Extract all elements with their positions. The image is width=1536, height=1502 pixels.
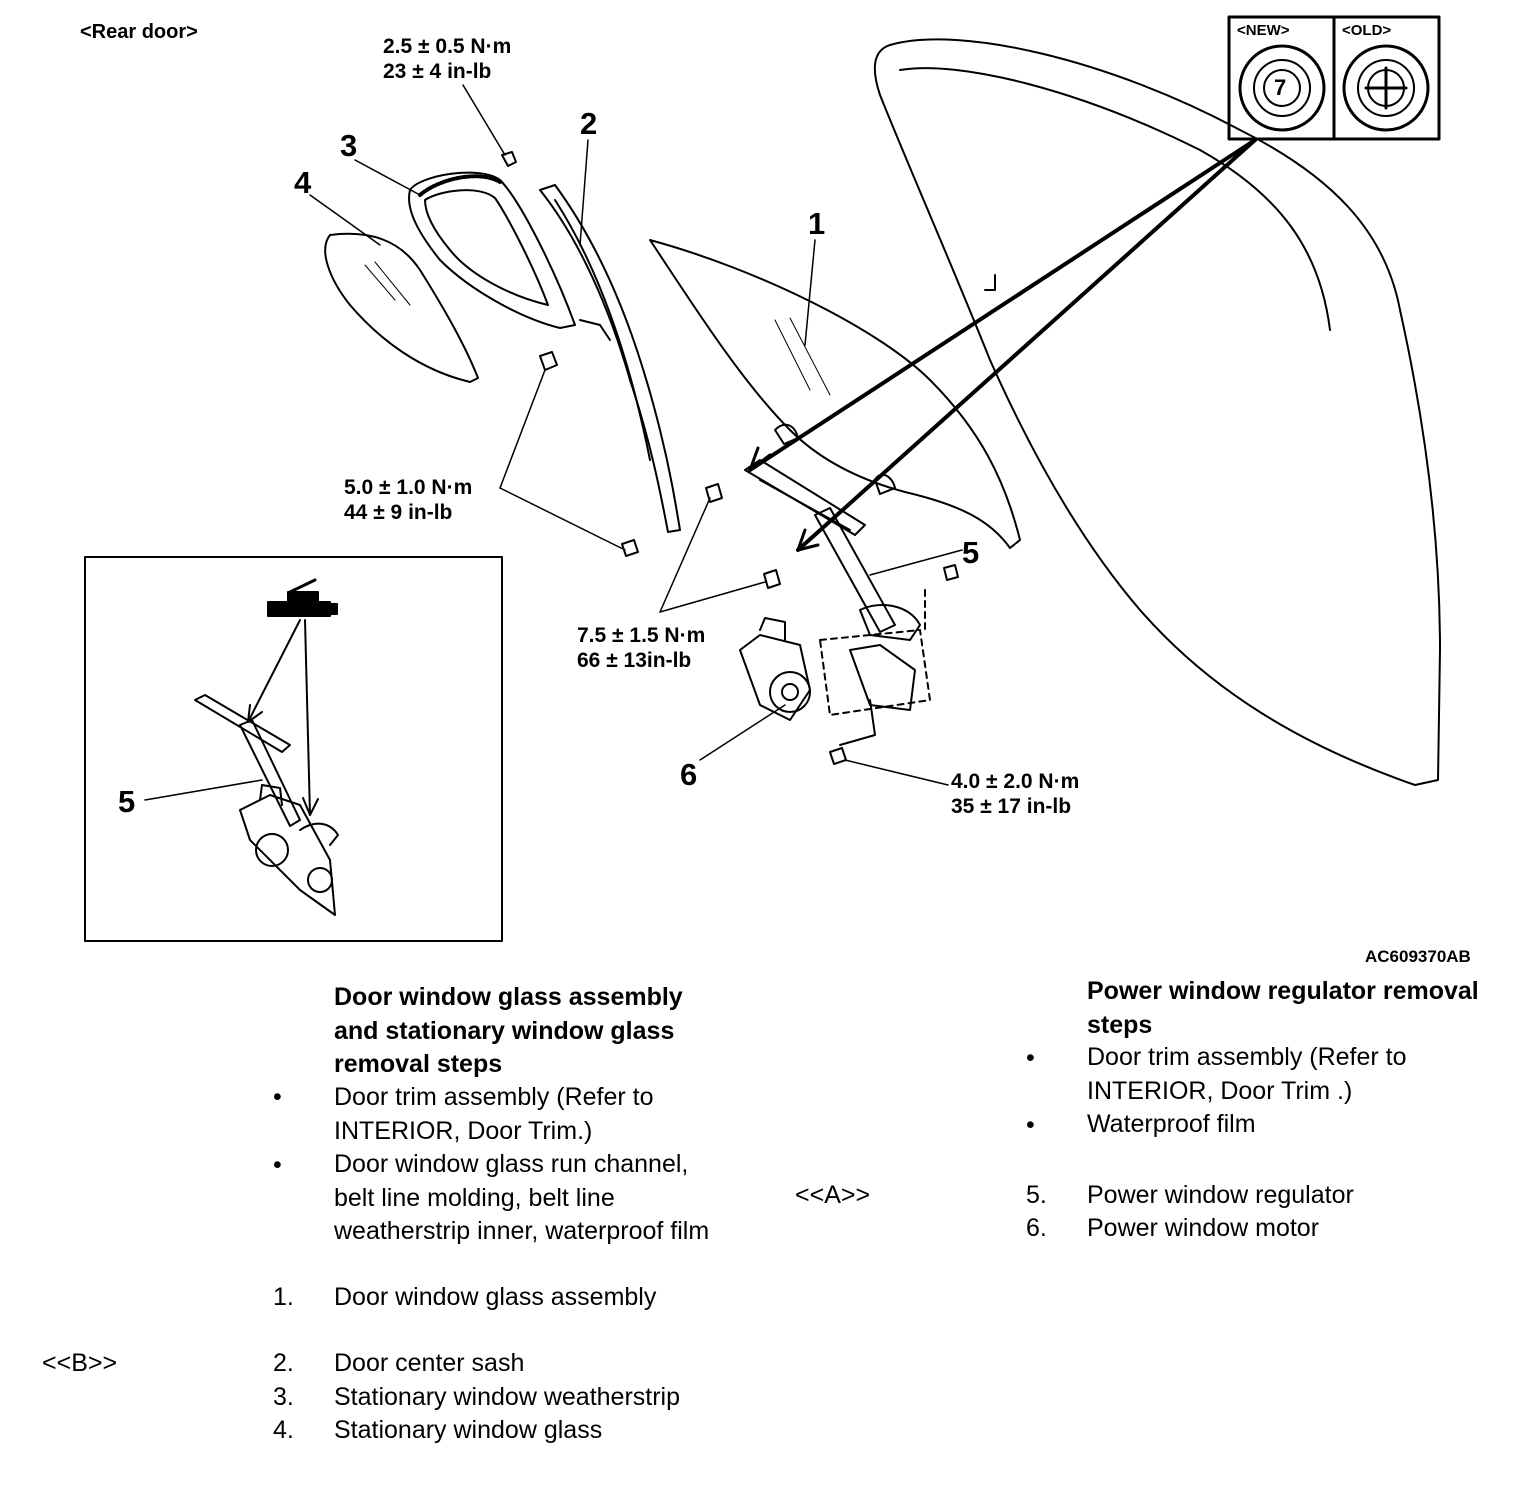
- step-number-1: 1.: [273, 1283, 294, 1311]
- inset-box: [84, 556, 503, 942]
- step-text-5: Power window regulator: [1087, 1181, 1354, 1209]
- bolt-icons: [501, 151, 959, 765]
- rear-door-label: <Rear door>: [80, 21, 198, 43]
- new-label: <NEW>: [1237, 22, 1290, 39]
- leader-lines: [309, 84, 963, 786]
- step-text-2: Door center sash: [334, 1349, 525, 1377]
- step-number-5: 5.: [1026, 1181, 1047, 1209]
- bullet-icon: •: [1026, 1044, 1035, 1072]
- bullet-icon: •: [273, 1151, 282, 1179]
- callout-5: 5: [962, 535, 980, 570]
- callout-5-inset: 5: [118, 784, 136, 819]
- step-mark-b: <<B>>: [42, 1349, 118, 1377]
- bullet-icon: •: [273, 1083, 282, 1111]
- old-label: <OLD>: [1342, 22, 1392, 39]
- torque-spec-3: 7.5 ± 1.5 N·m 66 ± 13in-lb: [577, 624, 706, 672]
- right-prereq-door-trim: Door trim assembly (Refer to INTERIOR, D…: [1087, 1043, 1407, 1105]
- step-number-4: 4.: [273, 1416, 294, 1444]
- step-number-2: 2.: [273, 1349, 294, 1377]
- step-number-3: 3.: [273, 1383, 294, 1411]
- new-old-screw-box: [1227, 15, 1441, 141]
- right-steps-title: Power window regulator removal steps: [1087, 977, 1479, 1039]
- step-mark-a: <<A>>: [795, 1181, 871, 1209]
- door-center-sash: [539, 184, 681, 533]
- callout-1: 1: [808, 206, 826, 241]
- grease-gun-icon: [267, 578, 338, 617]
- window-regulator: [744, 459, 931, 746]
- torque-spec-2: 5.0 ± 1.0 N·m 44 ± 9 in-lb: [344, 476, 473, 524]
- right-prereq-waterproof: Waterproof film: [1087, 1110, 1256, 1138]
- left-removal-steps: Door window glass assembly and stationar…: [42, 983, 710, 1444]
- window-motor: [739, 617, 811, 721]
- exploded-diagram: [84, 15, 1441, 942]
- step-text-6: Power window motor: [1087, 1214, 1320, 1242]
- step-text-1: Door window glass assembly: [334, 1283, 657, 1311]
- callout-4: 4: [294, 165, 312, 200]
- callout-3: 3: [340, 128, 358, 163]
- screw-type-arrows: [748, 138, 1257, 552]
- step-text-4: Stationary window glass: [334, 1416, 603, 1444]
- stationary-window-glass: [324, 232, 479, 383]
- left-prereq-door-trim: Door trim assembly (Refer to INTERIOR, D…: [334, 1083, 654, 1145]
- torque-spec-4: 4.0 ± 2.0 N·m 35 ± 17 in-lb: [951, 770, 1080, 818]
- new-symbol-number: 7: [1274, 75, 1287, 100]
- step-text-3: Stationary window weatherstrip: [334, 1383, 680, 1411]
- left-prereq-run-channel: Door window glass run channel, belt line…: [334, 1150, 710, 1245]
- door-panel: [873, 38, 1441, 786]
- figure-code: AC609370AB: [1365, 947, 1471, 966]
- step-number-6: 6.: [1026, 1214, 1047, 1242]
- stationary-weatherstrip: [408, 171, 576, 329]
- callout-2: 2: [580, 106, 598, 141]
- bullet-icon: •: [1026, 1111, 1035, 1139]
- door-window-glass: [649, 239, 1021, 549]
- left-steps-title: Door window glass assembly and stationar…: [334, 983, 683, 1078]
- callout-6: 6: [680, 757, 698, 792]
- torque-spec-1: 2.5 ± 0.5 N·m 23 ± 4 in-lb: [383, 35, 512, 83]
